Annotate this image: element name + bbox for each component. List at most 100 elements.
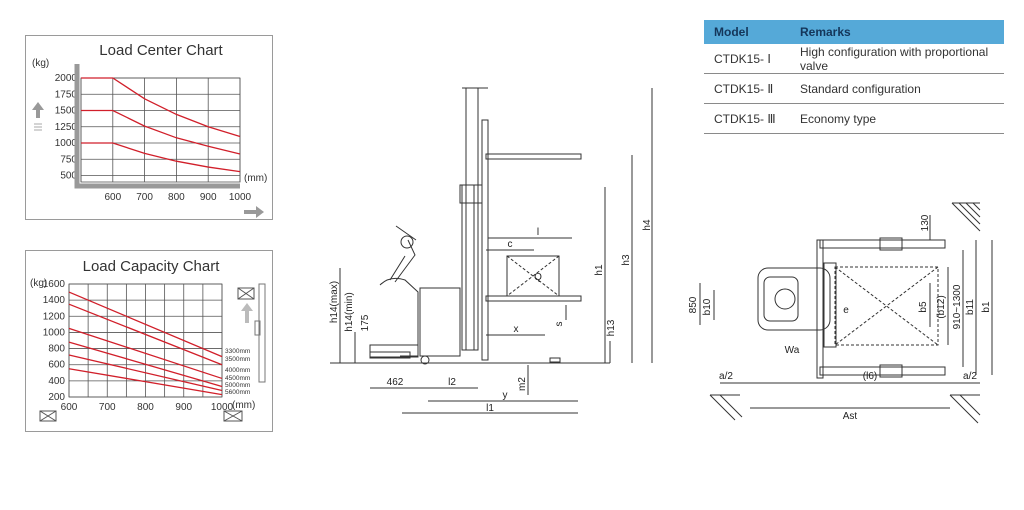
load-center-title: Load Center Chart <box>99 42 223 59</box>
up-arrow-icon <box>32 102 44 118</box>
y-tick-label: 1200 <box>43 311 66 322</box>
right-arrow-icon <box>244 206 264 218</box>
dim-h14max: h14(max) <box>329 281 340 323</box>
dim-x: x <box>514 324 519 335</box>
load-center-y-unit: (kg) <box>32 58 49 69</box>
height-label: 4500mm <box>225 375 250 382</box>
y-tick-label: 1750 <box>55 89 78 100</box>
dim-850: 850 <box>688 296 699 313</box>
series-line <box>81 109 241 155</box>
y-tick-label: 1500 <box>55 106 78 117</box>
series-line <box>68 341 223 388</box>
wall-hatch-right <box>949 394 981 424</box>
load-capacity-panel: Load Capacity Chart (kg) (mm) 200 400 600 8… <box>25 250 273 432</box>
truck-body <box>419 287 461 357</box>
dim-175: 175 <box>360 314 371 331</box>
header-model: Model <box>704 20 790 44</box>
wall-hatch-top <box>951 202 981 232</box>
y-tick-label: 750 <box>60 154 77 165</box>
stacker-top-view: 130 850 b10 b5 (b12) 910~1300 b11 b1 e W… <box>688 202 993 424</box>
y-tick-label: 800 <box>48 344 65 355</box>
load-capacity-title: Load Capacity Chart <box>83 258 221 275</box>
remarks-cell: Standard configuration <box>790 73 1004 104</box>
dim-Q: Q <box>534 272 542 283</box>
wall-hatch-left <box>709 394 743 421</box>
pallet-right-icon <box>223 410 243 422</box>
dim-h14min: h14(min) <box>344 292 355 331</box>
header-remarks: Remarks <box>790 20 1004 44</box>
table-row: CTDK15- Ⅱ Standard configuration <box>704 73 1004 104</box>
mast-head <box>459 184 483 204</box>
table-header-row: Model Remarks <box>704 20 1004 44</box>
x-tick-label: 800 <box>168 192 185 203</box>
load-capacity-chart: Load Capacity Chart (kg) (mm) 200 400 600 8… <box>30 258 266 422</box>
model-cell: CTDK15- Ⅰ <box>704 44 790 74</box>
x-tick-label: 1000 <box>229 192 252 203</box>
series-line <box>68 368 223 396</box>
height-label: 3300mm <box>225 348 250 355</box>
dim-s: s <box>554 322 565 327</box>
height-label: 5600mm <box>225 389 250 396</box>
dim-b5: b5 <box>918 301 929 313</box>
y-tick-label: 1000 <box>43 327 66 338</box>
y-tick-label: 500 <box>60 171 77 182</box>
series-line <box>68 354 223 392</box>
model-cell: CTDK15- Ⅲ <box>704 103 790 134</box>
y-tick-label: 2000 <box>55 73 78 84</box>
y-tick-label: 1400 <box>43 295 66 306</box>
series-line <box>81 77 241 138</box>
dim-b10: b10 <box>702 298 713 315</box>
dim-a2-left: a/2 <box>719 371 733 382</box>
plot-frame <box>68 283 223 398</box>
dim-m2: m2 <box>517 377 528 391</box>
dim-h13: h13 <box>606 319 617 336</box>
table-row: CTDK15- Ⅲ Economy type <box>704 103 1004 134</box>
dim-l6: (l6) <box>863 371 877 382</box>
dim-h4: h4 <box>642 219 653 231</box>
y-tick-label: 400 <box>48 376 65 387</box>
load-capacity-y-unit: (kg) <box>30 278 47 289</box>
model-table: Model Remarks CTDK15- Ⅰ High configurati… <box>704 20 1004 134</box>
series-line <box>68 303 223 366</box>
load-box <box>506 255 560 297</box>
dim-b12: (b12) <box>936 295 947 318</box>
axis-bar <box>74 64 240 189</box>
x-tick-label: 600 <box>61 402 78 413</box>
dashed-up-icon <box>34 123 42 131</box>
remarks-cell: Economy type <box>790 103 1004 134</box>
dim-l: l <box>537 227 539 238</box>
x-tick-label: 600 <box>104 192 121 203</box>
truck-body-top <box>757 267 831 331</box>
load-capacity-x-unit: (mm) <box>232 400 255 411</box>
mast-inner <box>465 87 479 351</box>
y-tick-label: 600 <box>48 360 65 371</box>
dim-h3: h3 <box>621 254 632 266</box>
y-tick-label: 200 <box>48 392 65 403</box>
x-tick-label: 700 <box>136 192 153 203</box>
x-tick-label: 1000 <box>211 402 234 413</box>
dim-a2-right: a/2 <box>963 371 977 382</box>
pallet-left-icon <box>39 410 57 422</box>
plot-frame <box>80 77 241 183</box>
tiller <box>389 239 416 283</box>
height-label: 5000mm <box>225 382 250 389</box>
dim-Ast: Ast <box>843 411 858 422</box>
dim-910-1300: 910~1300 <box>952 284 963 329</box>
y-tick-label: 1000 <box>55 138 78 149</box>
dim-c: c <box>508 239 513 250</box>
height-label: 3500mm <box>225 356 250 363</box>
stacker-side-view: h14(max) h14(min) 175 h1 h3 h4 l c Q s h… <box>329 87 653 414</box>
mast-icon <box>254 283 266 383</box>
y-tick-label: 1250 <box>55 122 78 133</box>
load-center-chart: Load Center Chart (kg) (mm) 500750100012… <box>32 42 267 218</box>
series-line <box>81 142 241 173</box>
dim-y: y <box>503 390 508 401</box>
load-outline <box>834 266 939 346</box>
series-line <box>68 327 223 380</box>
dim-130: 130 <box>920 214 931 231</box>
remarks-cell: High configuration with proportional val… <box>790 44 1004 74</box>
raised-fork <box>485 153 582 160</box>
dim-h1: h1 <box>594 264 605 276</box>
fork <box>485 295 582 302</box>
model-cell: CTDK15- Ⅱ <box>704 73 790 104</box>
